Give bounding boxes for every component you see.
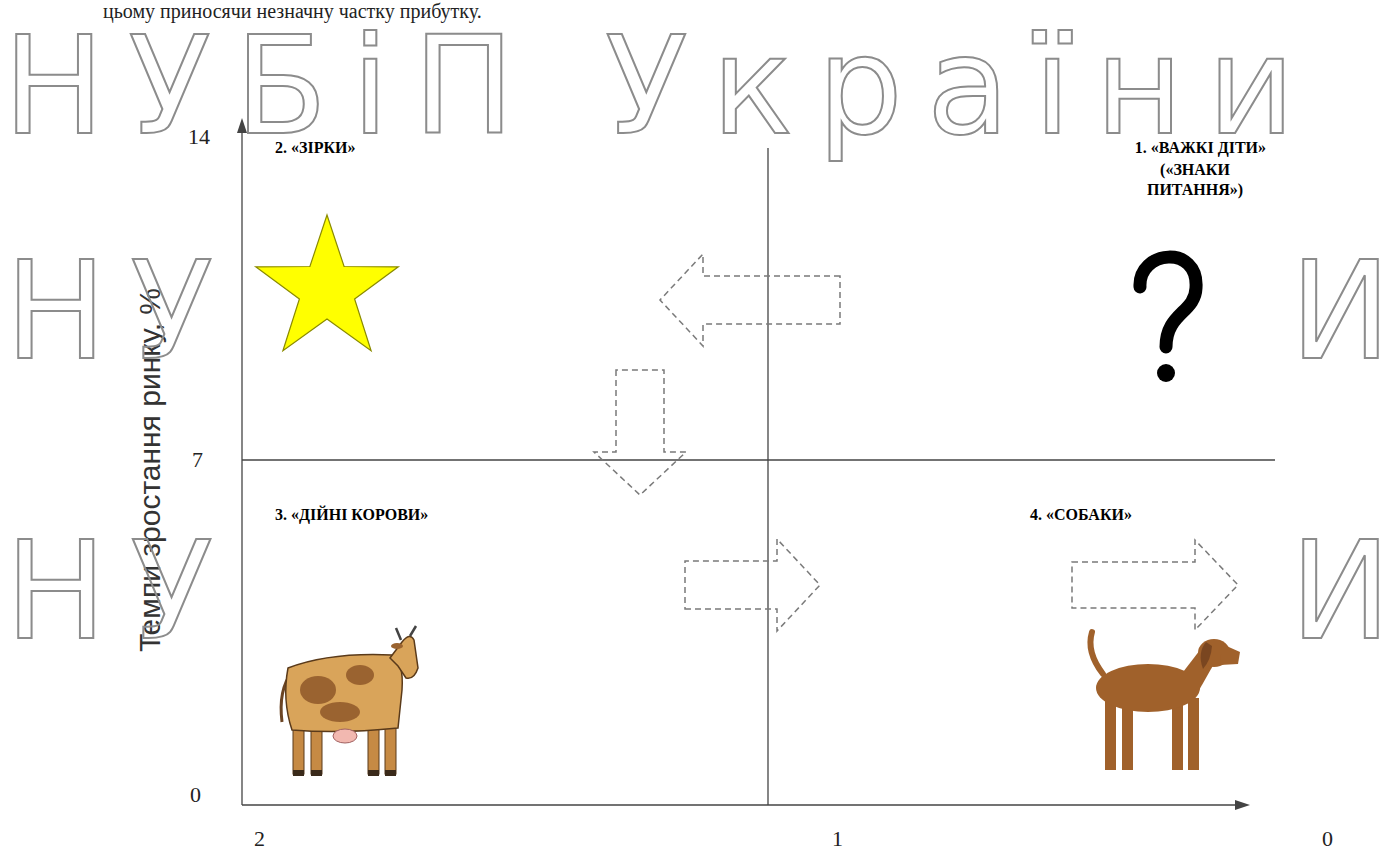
watermark: НУБіП України [3, 19, 1319, 154]
question-mark-dot [1157, 364, 1175, 382]
y-axis [241, 130, 242, 805]
question-mark-icon [1140, 257, 1196, 382]
dog-tail [1090, 632, 1103, 674]
cow-hoof [385, 770, 396, 776]
tick-label: 1 [832, 826, 843, 852]
quadrant-title: 1. «ВАЖКІ ДІТИ» [1135, 138, 1266, 158]
axis-arrowhead [1235, 800, 1250, 810]
watermark: И [1290, 244, 1391, 379]
tick-label: 7 [192, 447, 203, 473]
quadrant-divider [767, 148, 768, 805]
quadrant-title: 4. «СОБАКИ» [1030, 505, 1132, 525]
cow-spot [320, 702, 360, 722]
cow-horns [396, 626, 416, 640]
watermark: НУ [5, 524, 237, 659]
question-mark-hook [1140, 257, 1196, 347]
tick-label: 2 [254, 826, 265, 852]
quadrant-group: 1. «ВАЖКІ ДІТИ»(«ЗНАКИ ПИТАННЯ») [840, 130, 1266, 390]
quadrant-title: 3. «ДІЙНІ КОРОВИ» [275, 505, 428, 525]
exit-arrow [1072, 540, 1238, 630]
transition-arrow [660, 254, 840, 346]
cow-illustration [281, 626, 418, 776]
dog-ear [1201, 642, 1212, 669]
quadrant-title: 2. «ЗІРКИ» [275, 138, 356, 158]
transition-arrow [594, 370, 686, 495]
quadrant-subtitle: («ЗНАКИ ПИТАННЯ») [1135, 160, 1255, 200]
cow-spot [346, 665, 374, 685]
dog-leg [1122, 702, 1133, 770]
cow-spot [300, 676, 336, 704]
quadrant-group: 2. «ЗІРКИ» [258, 130, 660, 370]
tick-label: 0 [1322, 826, 1333, 852]
dog-illustration [1090, 632, 1240, 770]
quadrant-divider [242, 459, 1275, 460]
watermark: И [1290, 524, 1391, 659]
watermark: НУ [5, 244, 237, 379]
dog-leg [1188, 698, 1199, 770]
cow-udder [333, 729, 357, 743]
transition-arrow [685, 539, 820, 631]
star-icon [256, 215, 399, 351]
quadrant-group: 3. «ДІЙНІ КОРОВИ» [258, 495, 685, 780]
cow-head [390, 636, 418, 678]
cow-hoof [368, 770, 379, 776]
axes [242, 130, 1275, 805]
dog-leg [1105, 700, 1116, 770]
cow-hoof [311, 770, 322, 776]
cow-body [286, 655, 403, 732]
x-axis [242, 804, 1238, 805]
cow-hoof [293, 770, 304, 776]
cow-ear [391, 643, 403, 649]
dog-snout [1220, 644, 1240, 665]
dog-leg [1172, 700, 1183, 770]
tick-label: 0 [190, 782, 201, 808]
quadrant-group: 4. «СОБАКИ» [820, 495, 1262, 780]
